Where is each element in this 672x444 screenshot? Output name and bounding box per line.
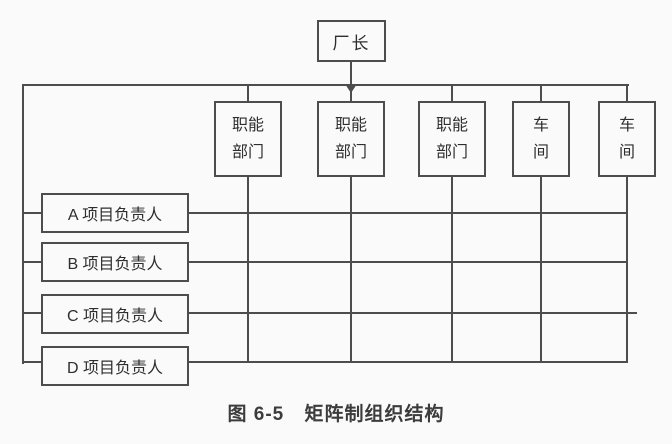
connector-line	[626, 84, 628, 102]
workshop-label-line: 车	[618, 117, 635, 134]
matrix-row-line	[22, 361, 628, 363]
connector-line	[247, 84, 249, 102]
chief-label: 厂长	[332, 33, 371, 53]
department-label-line: 部门	[231, 144, 264, 161]
matrix-column-line	[247, 176, 249, 363]
project-manager-box: B 项目负责人	[41, 242, 189, 282]
figure-caption-number: 图 6-5	[227, 404, 285, 425]
department-label-line: 部门	[435, 144, 468, 161]
project-manager-label: D 项目负责人	[66, 360, 163, 377]
matrix-column-line	[451, 176, 453, 363]
project-manager-box: D 项目负责人	[41, 346, 189, 386]
connector-line	[350, 84, 352, 102]
connector-line	[451, 84, 453, 102]
project-manager-label: C 项目负责人	[66, 308, 163, 325]
workshop-label-line: 间	[532, 144, 549, 161]
workshop-label-line: 间	[618, 144, 635, 161]
workshop-label-line: 车	[532, 117, 549, 134]
connector-line	[540, 84, 542, 102]
matrix-column-line	[626, 176, 628, 363]
project-manager-box: A 项目负责人	[41, 193, 189, 233]
project-manager-label: B 项目负责人	[67, 256, 163, 273]
workshop-box: 车 间	[598, 101, 656, 177]
department-label-line: 职能	[334, 117, 367, 134]
top-distribution-line	[22, 84, 629, 86]
department-label-line: 职能	[231, 117, 264, 134]
matrix-row-line	[22, 261, 628, 263]
project-manager-label: A 项目负责人	[67, 207, 163, 224]
matrix-row-line	[22, 212, 628, 214]
department-box: 职能 部门	[214, 101, 282, 177]
department-label-line: 部门	[334, 144, 367, 161]
chief-box: 厂长	[317, 20, 386, 62]
workshop-box: 车 间	[512, 101, 570, 177]
matrix-column-line	[350, 176, 352, 363]
figure-caption: 图 6-5 矩阵制组织结构	[0, 399, 672, 426]
department-label-line: 职能	[435, 117, 468, 134]
matrix-row-line	[22, 312, 637, 314]
department-box: 职能 部门	[418, 101, 486, 177]
matrix-column-line	[540, 176, 542, 363]
department-box: 职能 部门	[317, 101, 385, 177]
chief-connector-line	[350, 62, 352, 86]
project-manager-box: C 项目负责人	[41, 294, 189, 334]
left-trunk-line	[22, 84, 24, 364]
figure-caption-title: 矩阵制组织结构	[304, 404, 445, 425]
